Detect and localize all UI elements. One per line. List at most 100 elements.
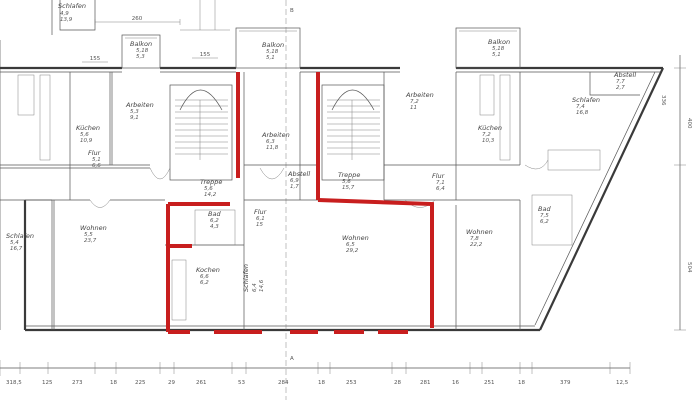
svg-text:15,7: 15,7: [342, 185, 355, 191]
svg-text:Küchen: Küchen: [478, 124, 502, 132]
dim-bottom-18: 12,5: [616, 380, 629, 386]
room-flur-left: Flur 5,1 6,6: [88, 149, 102, 169]
svg-text:14,6: 14,6: [259, 279, 265, 292]
svg-text:Wohnen: Wohnen: [80, 224, 107, 232]
svg-text:Flur: Flur: [88, 149, 102, 157]
svg-text:23,7: 23,7: [84, 238, 97, 244]
svg-text:Balkon: Balkon: [130, 40, 152, 48]
room-bad-mid: Bad 6,2 4,3: [208, 210, 221, 230]
highlighted-walls: [166, 72, 434, 334]
room-flur-right: Flur 7,1 6,4: [432, 172, 446, 192]
room-arbeiten-mid: Arbeiten 6,3 11,8: [261, 131, 290, 151]
dim-bottom-6: 29: [168, 380, 175, 386]
room-arbeiten-right: Arbeiten 7,2 11: [405, 91, 434, 111]
svg-text:Wohnen: Wohnen: [342, 234, 369, 242]
dim-right-2: 336: [660, 95, 666, 106]
dim-bottom-3: 273: [72, 380, 83, 386]
dim-bottom-8: 53: [238, 380, 245, 386]
dim-bottom-13: 281: [420, 380, 431, 386]
dim-bottom-10: 18: [318, 380, 325, 386]
room-kuechen-left: Küchen 5,6 10,9: [76, 124, 100, 144]
room-abstell-right: Abstell 7,7 2,7: [613, 71, 636, 91]
svg-text:4,9: 4,9: [60, 11, 69, 17]
svg-text:5,1: 5,1: [492, 52, 501, 58]
svg-text:10,9: 10,9: [80, 138, 93, 144]
svg-text:4,3: 4,3: [210, 224, 219, 230]
svg-text:7,2: 7,2: [482, 132, 491, 138]
svg-text:5,3: 5,3: [136, 54, 145, 60]
svg-text:7,7: 7,7: [616, 79, 625, 85]
room-balkon-left: Balkon 5,18 5,3: [130, 40, 152, 60]
svg-text:22,2: 22,2: [470, 242, 483, 248]
svg-text:2,7: 2,7: [616, 85, 625, 91]
svg-text:5,3: 5,3: [130, 109, 139, 115]
svg-text:16,7: 16,7: [10, 246, 23, 252]
svg-text:Arbeiten: Arbeiten: [125, 101, 154, 109]
svg-text:13,9: 13,9: [60, 17, 73, 23]
svg-text:Küchen: Küchen: [76, 124, 100, 132]
svg-text:6,9: 6,9: [290, 178, 299, 184]
svg-text:Abstell: Abstell: [613, 71, 636, 79]
svg-text:Treppe: Treppe: [338, 171, 360, 179]
svg-text:Bad: Bad: [538, 205, 551, 213]
svg-text:Bad: Bad: [208, 210, 221, 218]
dim-right-1: 400: [686, 118, 692, 129]
right-dimension-chain: 400 336 504: [660, 55, 692, 331]
interior-walls: [0, 72, 640, 330]
room-abstell-mid: Abstell 6,9 1,7: [287, 170, 310, 190]
dim-bottom-1: 318,5: [6, 380, 22, 386]
svg-text:5,18: 5,18: [492, 46, 505, 52]
room-kochen: Kochen 6,6 6,2: [196, 266, 220, 286]
dim-top-1: 260: [132, 16, 143, 22]
svg-text:6,5: 6,5: [346, 242, 355, 248]
svg-text:5,18: 5,18: [136, 48, 149, 54]
bottom-dimension-chain: 318,5 125 273 18 225 29 261 53 284 18 25…: [0, 360, 631, 386]
room-balkon-mid: Balkon 5,18 5,1: [262, 41, 284, 61]
svg-text:6,6: 6,6: [92, 163, 101, 169]
svg-text:5,1: 5,1: [266, 55, 275, 61]
svg-text:6,4: 6,4: [252, 283, 258, 292]
section-mark-top: B: [290, 8, 294, 14]
dim-bottom-16: 18: [518, 380, 525, 386]
svg-text:16,8: 16,8: [576, 110, 589, 116]
svg-text:5,6: 5,6: [80, 132, 89, 138]
dim-bottom-9: 284: [278, 380, 289, 386]
dim-bottom-14: 16: [452, 380, 459, 386]
svg-text:6,1: 6,1: [256, 216, 265, 222]
room-wohnen-mid: Wohnen 6,5 29,2: [342, 234, 369, 254]
room-wohnen-right: Wohnen 7,8 22,2: [466, 228, 493, 248]
svg-text:Balkon: Balkon: [262, 41, 284, 49]
room-treppe-left: Treppe 5,6 14,2: [200, 178, 222, 198]
svg-text:9,1: 9,1: [130, 115, 139, 121]
svg-text:Schlafen: Schlafen: [572, 96, 600, 104]
svg-text:1,7: 1,7: [290, 184, 299, 190]
svg-text:Arbeiten: Arbeiten: [261, 131, 290, 139]
dim-top-3: 155: [200, 52, 211, 58]
svg-text:Wohnen: Wohnen: [466, 228, 493, 236]
section-mark-bottom: A: [290, 356, 294, 362]
dim-bottom-2: 125: [42, 380, 53, 386]
dim-bottom-12: 28: [394, 380, 401, 386]
svg-text:7,4: 7,4: [576, 104, 585, 110]
svg-text:Schlafen: Schlafen: [242, 264, 250, 292]
svg-text:15: 15: [256, 222, 263, 228]
svg-text:11: 11: [410, 105, 417, 111]
svg-text:6,6: 6,6: [200, 274, 209, 280]
svg-text:7,5: 7,5: [540, 213, 549, 219]
dim-bottom-17: 379: [560, 380, 571, 386]
room-schlafen-mid: Schlafen 6,4 14,6: [242, 264, 265, 292]
dim-right-3: 504: [686, 262, 692, 273]
svg-text:5,5: 5,5: [84, 232, 93, 238]
svg-text:Flur: Flur: [254, 208, 268, 216]
svg-text:6,2: 6,2: [210, 218, 219, 224]
svg-text:6,3: 6,3: [266, 139, 275, 145]
svg-text:5,18: 5,18: [266, 49, 279, 55]
svg-text:6,4: 6,4: [436, 186, 445, 192]
svg-text:6,2: 6,2: [540, 219, 549, 225]
svg-text:Balkon: Balkon: [488, 38, 510, 46]
room-treppe-right: Treppe 5,6 15,7: [338, 171, 360, 191]
svg-text:Schlafen: Schlafen: [6, 232, 34, 240]
svg-text:7,1: 7,1: [436, 180, 445, 186]
room-bad-right: Bad 7,5 6,2: [538, 205, 551, 225]
svg-text:Schlafen: Schlafen: [58, 2, 86, 10]
